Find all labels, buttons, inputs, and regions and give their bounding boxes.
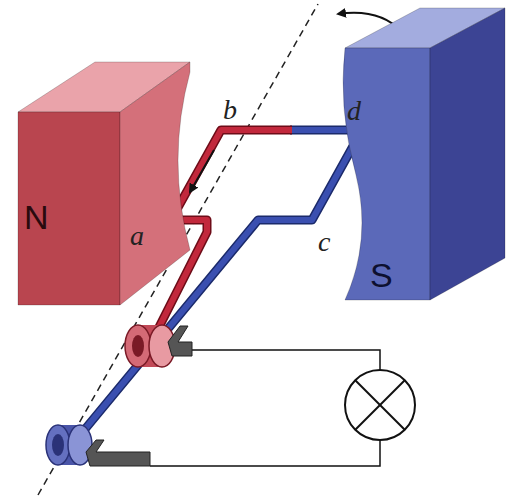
slip-ring-blue bbox=[46, 425, 92, 465]
magnet-face bbox=[120, 62, 190, 305]
corner-label: d bbox=[347, 97, 361, 125]
magnet-face bbox=[18, 112, 120, 305]
corner-label: a bbox=[130, 222, 144, 250]
brush bbox=[86, 440, 150, 466]
magnet-shape bbox=[10, 55, 195, 310]
magnet-shape bbox=[338, 4, 508, 304]
slip-ring-red bbox=[125, 325, 175, 367]
pole-letter: S bbox=[370, 258, 393, 292]
current-arrow bbox=[190, 150, 214, 192]
brush bbox=[168, 326, 192, 356]
magnet-face bbox=[430, 8, 505, 300]
corner-label: c bbox=[318, 228, 330, 256]
magnet-pole: N bbox=[10, 55, 195, 310]
lamp-symbol bbox=[345, 370, 415, 440]
magnet-pole: S bbox=[338, 4, 508, 304]
corner-label: b bbox=[223, 96, 237, 124]
magnet-face bbox=[343, 48, 430, 300]
pole-letter: N bbox=[24, 200, 49, 234]
